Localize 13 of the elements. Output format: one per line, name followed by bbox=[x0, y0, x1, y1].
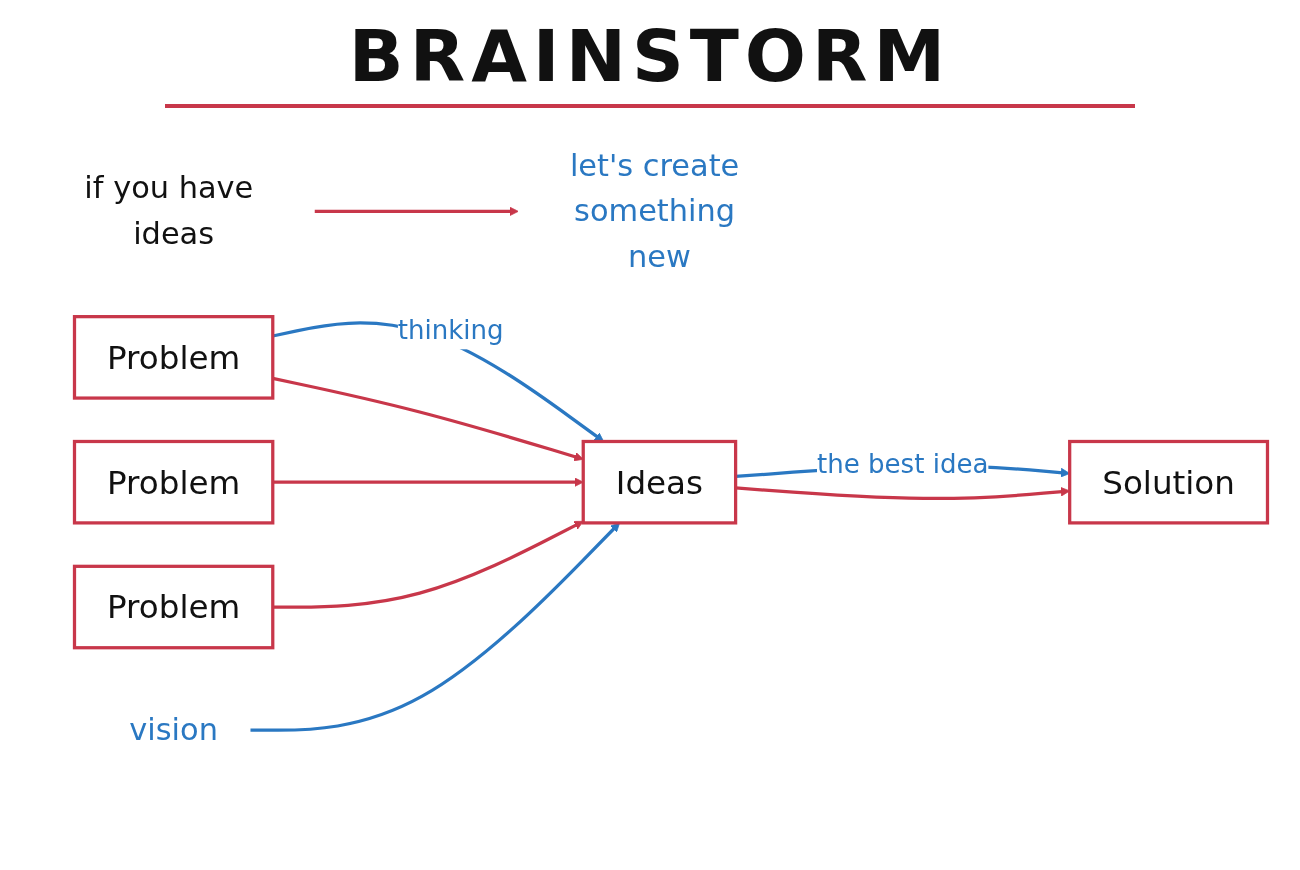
node-box: Ideas bbox=[581, 439, 738, 525]
title: BRAINSTORM bbox=[347, 14, 953, 98]
node-text: let's create something new bbox=[569, 147, 740, 275]
edge-label: the best idea bbox=[817, 448, 989, 480]
edge-label: thinking bbox=[397, 314, 504, 346]
node-box: Problem bbox=[72, 315, 275, 400]
node-text: vision bbox=[129, 711, 218, 748]
arrow bbox=[250, 522, 620, 732]
node-text: if you have ideas bbox=[84, 170, 254, 252]
node-box: Problem bbox=[72, 564, 275, 650]
node-box: Solution bbox=[1068, 439, 1270, 525]
arrow bbox=[314, 206, 519, 217]
node-box: Problem bbox=[72, 439, 275, 525]
